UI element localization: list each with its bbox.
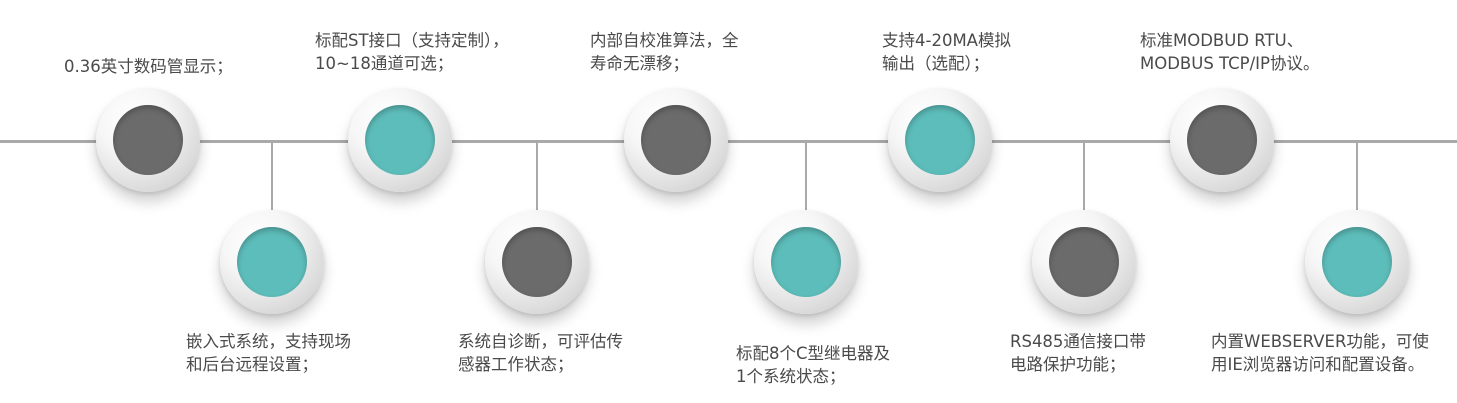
timeline-connector [805, 142, 807, 262]
timeline-connector [1356, 142, 1358, 262]
feature-label-line: 输出（选配）； [882, 54, 990, 73]
feature-label: 支持4-20MA模拟输出（选配）； [882, 29, 1011, 75]
feature-label: 内置WEBSERVER功能，可使用IE浏览器访问和配置设备。 [1211, 330, 1429, 376]
feature-label: 内部自校准算法，全寿命无漂移； [590, 29, 739, 75]
feature-label: 系统自诊断，可评估传感器工作状态； [458, 330, 623, 376]
timeline-dot [502, 227, 572, 297]
timeline-node [96, 88, 200, 192]
feature-label-line: 用IE浏览器访问和配置设备。 [1211, 355, 1425, 374]
feature-label-line: 10~18通道可选； [315, 54, 454, 73]
timeline-node [348, 88, 452, 192]
feature-label: 标配8个C型继电器及 1个系统状态； [736, 342, 890, 388]
timeline-axis-line [0, 140, 1457, 143]
timeline-connector [1083, 142, 1085, 262]
feature-label-line: 标配8个C型继电器及 [736, 344, 891, 363]
timeline-node [220, 210, 324, 314]
feature-label-line: 和后台远程设置； [186, 355, 318, 374]
feature-label-line: 电路保护功能； [1010, 355, 1126, 374]
timeline-dot [641, 105, 711, 175]
feature-label: 标准MODBUD RTU、 MODBUS TCP/IP协议。 [1140, 29, 1320, 75]
timeline-node [485, 210, 589, 314]
feature-label-line: 感器工作状态； [458, 355, 574, 374]
timeline-node [1305, 210, 1409, 314]
timeline-dot [1187, 105, 1257, 175]
timeline-node [1170, 88, 1274, 192]
timeline-dot [365, 105, 435, 175]
timeline-connector [271, 142, 273, 262]
feature-label-line: 系统自诊断，可评估传 [458, 332, 623, 351]
timeline-dot [1049, 227, 1119, 297]
feature-label-line: 标配ST接口（支持定制）， [315, 31, 509, 50]
feature-label: 嵌入式系统，支持现场和后台远程设置； [186, 330, 351, 376]
feature-label: 标配ST接口（支持定制）， 10~18通道可选； [315, 29, 509, 75]
feature-label: 0.36英寸数码管显示； [64, 55, 233, 78]
timeline-connector [536, 142, 538, 262]
feature-label-line: RS485通信接口带 [1010, 332, 1146, 351]
timeline-node [1032, 210, 1136, 314]
feature-label-line: 支持4-20MA模拟 [882, 31, 1011, 50]
feature-label-line: 标准MODBUD RTU、 [1140, 31, 1304, 50]
feature-label-line: 内置WEBSERVER功能，可使 [1211, 332, 1429, 351]
timeline-node [624, 88, 728, 192]
timeline-dot [113, 105, 183, 175]
timeline-dot [1322, 227, 1392, 297]
timeline-dot [771, 227, 841, 297]
feature-label-line: 内部自校准算法，全 [590, 31, 739, 50]
feature-label-line: 1个系统状态； [736, 367, 846, 386]
feature-label-line: 0.36英寸数码管显示； [64, 57, 233, 76]
timeline-node [754, 210, 858, 314]
feature-label-line: MODBUS TCP/IP协议。 [1140, 54, 1320, 73]
timeline-node [888, 88, 992, 192]
feature-label-line: 寿命无漂移； [590, 54, 689, 73]
feature-label-line: 嵌入式系统，支持现场 [186, 332, 351, 351]
feature-label: RS485通信接口带电路保护功能； [1010, 330, 1146, 376]
timeline-dot [237, 227, 307, 297]
timeline-dot [905, 105, 975, 175]
